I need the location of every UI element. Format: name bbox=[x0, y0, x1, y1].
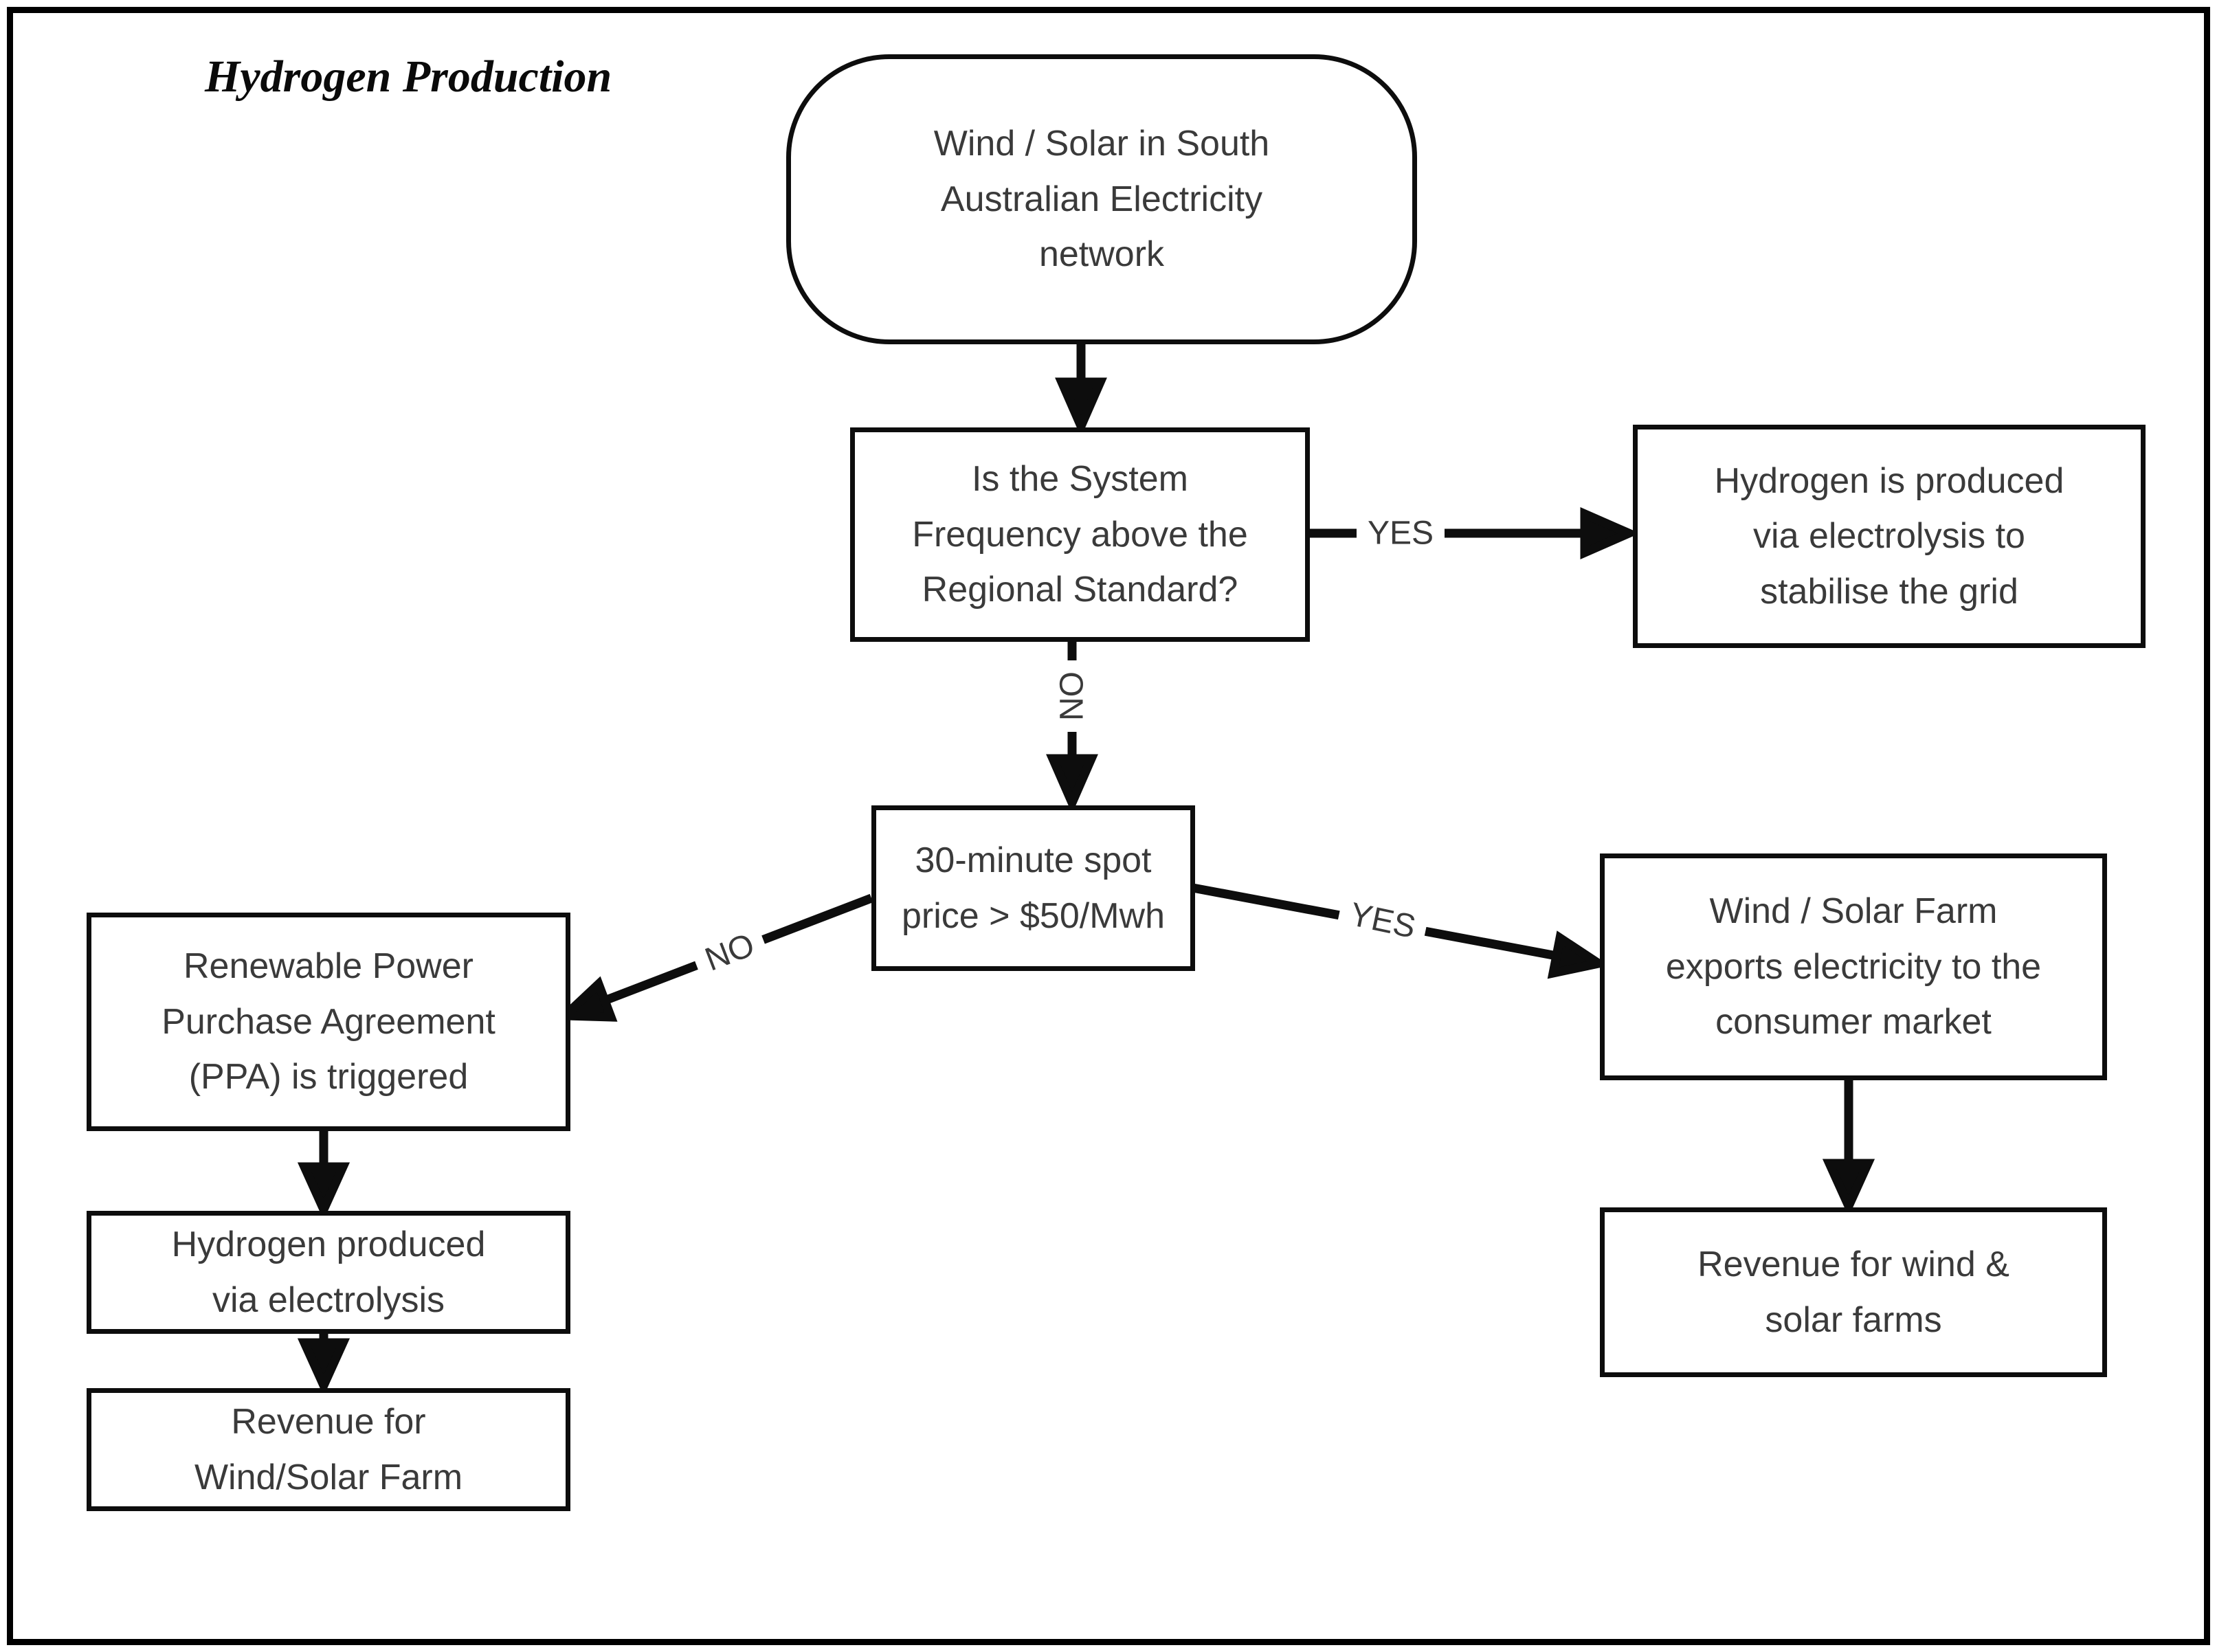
node-revenue-wind-solar-farm: Revenue for Wind/Solar Farm bbox=[87, 1388, 570, 1511]
outer-border bbox=[7, 7, 2210, 1645]
node-frequency-check-label: Is the System Frequency above the Region… bbox=[912, 459, 1248, 610]
node-spot-price-label: 30-minute spot price > $50/Mwh bbox=[902, 840, 1165, 936]
node-ppa-triggered-label: Renewable Power Purchase Agreement (PPA)… bbox=[161, 946, 495, 1097]
node-wind-solar-exports-label: Wind / Solar Farm exports electricity to… bbox=[1665, 891, 2042, 1042]
edge-label-frequency-no: NO bbox=[1051, 660, 1093, 732]
arrow-ppa-to-electrolysis bbox=[297, 1121, 350, 1220]
node-wind-solar-exports: Wind / Solar Farm exports electricity to… bbox=[1600, 853, 2107, 1080]
node-wind-solar-source-label: Wind / Solar in South Australian Electri… bbox=[933, 124, 1270, 275]
node-spot-price: 30-minute spot price > $50/Mwh bbox=[871, 805, 1195, 971]
node-wind-solar-source: Wind / Solar in South Australian Electri… bbox=[786, 54, 1417, 344]
node-hydrogen-electrolysis-label: Hydrogen produced via electrolysis bbox=[171, 1224, 486, 1320]
arrow-source-to-frequency bbox=[1055, 337, 1107, 438]
page-title: Hydrogen Production bbox=[205, 52, 612, 102]
arrow-exports-to-revenue bbox=[1822, 1071, 1875, 1217]
node-hydrogen-stabilise-label: Hydrogen is produced via electrolysis to… bbox=[1714, 460, 2064, 612]
node-revenue-wind-solar-farm-label: Revenue for Wind/Solar Farm bbox=[194, 1401, 463, 1497]
node-hydrogen-electrolysis: Hydrogen produced via electrolysis bbox=[87, 1211, 570, 1334]
edge-label-frequency-yes: YES bbox=[1356, 513, 1445, 554]
arrow-frequency-yes bbox=[1300, 507, 1640, 559]
node-frequency-check: Is the System Frequency above the Region… bbox=[850, 427, 1310, 642]
node-revenue-wind-solar-farms-label: Revenue for wind & solar farms bbox=[1697, 1244, 2009, 1340]
node-revenue-wind-solar-farms: Revenue for wind & solar farms bbox=[1600, 1207, 2107, 1377]
node-ppa-triggered: Renewable Power Purchase Agreement (PPA)… bbox=[87, 913, 570, 1131]
node-hydrogen-stabilise: Hydrogen is produced via electrolysis to… bbox=[1633, 425, 2146, 648]
